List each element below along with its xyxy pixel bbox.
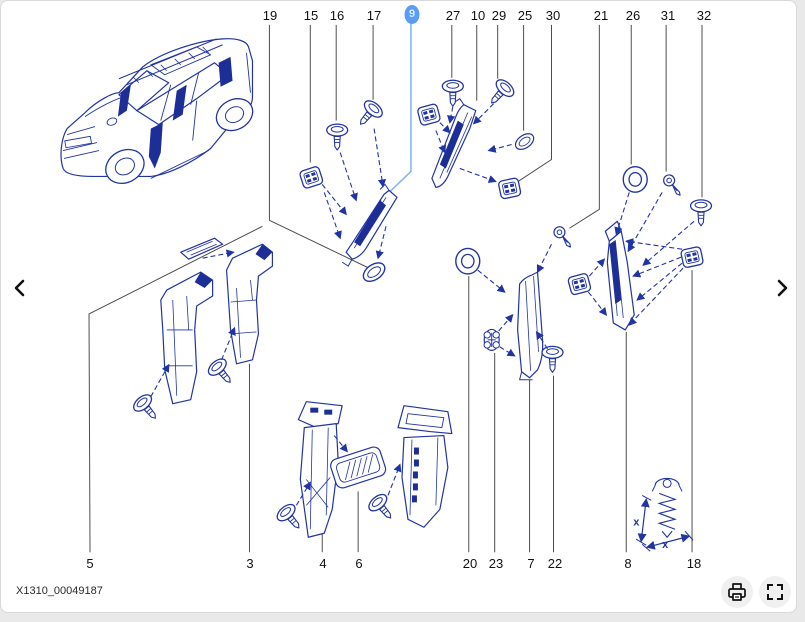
callout-10[interactable]: 10 bbox=[470, 8, 486, 23]
group-trim-9 bbox=[298, 97, 398, 286]
figure-reference-code: X1310_00049187 bbox=[16, 585, 103, 597]
group-trims-5-3 bbox=[130, 237, 274, 426]
chevron-left-icon bbox=[14, 279, 25, 297]
group-trim-10 bbox=[416, 76, 538, 200]
group-trims-4-6 bbox=[273, 401, 453, 538]
printer-icon bbox=[728, 583, 746, 601]
print-button[interactable] bbox=[721, 576, 753, 608]
dimension-x-horizontal: x bbox=[662, 539, 669, 551]
callout-23[interactable]: 23 bbox=[488, 556, 504, 571]
callout-25[interactable]: 25 bbox=[517, 8, 533, 23]
callout-32[interactable]: 32 bbox=[696, 8, 712, 23]
callout-4[interactable]: 4 bbox=[319, 556, 327, 571]
callout-5[interactable]: 5 bbox=[86, 556, 94, 571]
fullscreen-icon bbox=[767, 584, 783, 600]
group-trim-8 bbox=[566, 165, 713, 331]
leader-lines bbox=[88, 24, 703, 553]
callout-21[interactable]: 21 bbox=[593, 8, 609, 23]
selected-leader-line bbox=[385, 22, 412, 196]
callout-29[interactable]: 29 bbox=[491, 8, 507, 23]
callout-6[interactable]: 6 bbox=[355, 556, 363, 571]
chevron-right-icon bbox=[777, 279, 788, 297]
next-page-button[interactable] bbox=[769, 274, 795, 302]
callout-8[interactable]: 8 bbox=[624, 556, 632, 571]
fullscreen-button[interactable] bbox=[759, 576, 791, 608]
callout-30[interactable]: 30 bbox=[545, 8, 561, 23]
dimension-x-vertical: x bbox=[633, 516, 640, 528]
figure-canvas: x x 19 15 16 17 9 27 10 29 25 30 21 26 3… bbox=[0, 0, 797, 613]
car-trim-location-patches bbox=[117, 56, 233, 169]
callout-9-selected[interactable]: 9 bbox=[404, 5, 420, 24]
callout-27[interactable]: 27 bbox=[445, 8, 461, 23]
callout-18[interactable]: 18 bbox=[686, 556, 702, 571]
callout-26[interactable]: 26 bbox=[625, 8, 641, 23]
prev-page-button[interactable] bbox=[7, 274, 33, 302]
assembly-arrows bbox=[150, 103, 695, 506]
callout-22[interactable]: 22 bbox=[547, 556, 563, 571]
callout-15[interactable]: 15 bbox=[303, 8, 319, 23]
callout-3[interactable]: 3 bbox=[246, 556, 254, 571]
dimension-inset: x x bbox=[633, 477, 694, 552]
parts-diagram: x x bbox=[60, 22, 713, 553]
callout-7[interactable]: 7 bbox=[527, 556, 535, 571]
callout-16[interactable]: 16 bbox=[329, 8, 345, 23]
callout-20[interactable]: 20 bbox=[462, 556, 478, 571]
callout-19[interactable]: 19 bbox=[262, 8, 278, 23]
callout-31[interactable]: 31 bbox=[660, 8, 676, 23]
group-trim-7 bbox=[455, 224, 576, 381]
car-illustration bbox=[60, 38, 254, 185]
callout-17[interactable]: 17 bbox=[366, 8, 382, 23]
